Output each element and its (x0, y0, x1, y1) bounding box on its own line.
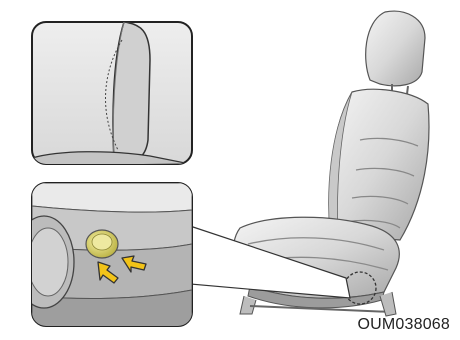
lumbar-switch-inset (14, 183, 192, 330)
figure-code: OUM038068 (357, 316, 450, 334)
backrest-side-inset (32, 22, 192, 166)
